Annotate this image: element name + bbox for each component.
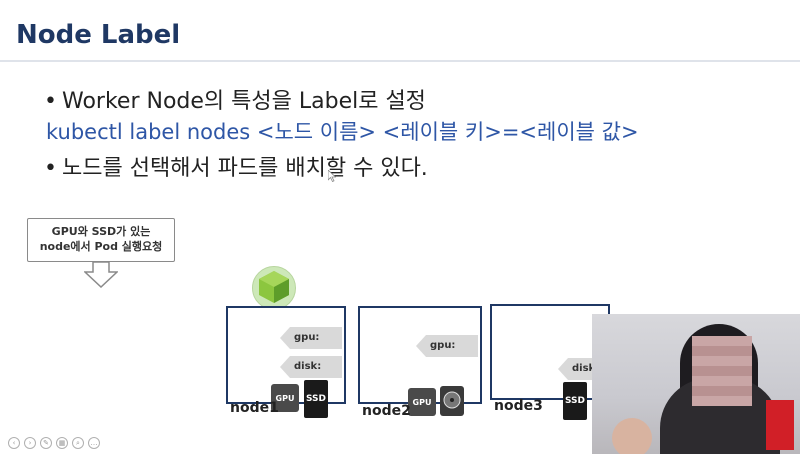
callout-line-1: GPU와 SSD가 있는: [51, 225, 151, 238]
node1-label: node1: [230, 400, 279, 416]
node2-label: node2: [362, 403, 411, 419]
callout-line-2: node에서 Pod 실행요청: [39, 240, 163, 253]
title-divider: [0, 60, 800, 62]
node3-box: [490, 304, 610, 400]
bullet-select-node: •노드를 선택해서 파드를 배치할 수 있다.: [44, 150, 428, 182]
zoom-icon[interactable]: ⌕: [72, 437, 84, 449]
bullet-dot: •: [44, 156, 57, 181]
bullet-dot: •: [44, 89, 57, 114]
bullet-worker-node-label: •Worker Node의 특성을 Label로 설정: [44, 83, 426, 115]
gpu-chip-label: GPU: [275, 393, 295, 403]
bullet-text-2: 노드를 선택해서 파드를 배치할 수 있다.: [62, 156, 428, 181]
prev-slide-icon[interactable]: ‹: [8, 437, 20, 449]
presenter-hand: [612, 418, 652, 454]
ssd-icon: SSD: [563, 382, 587, 420]
node1-tag-disk: disk: ssd: [280, 356, 342, 378]
ssd-icon: SSD: [304, 380, 328, 418]
bullet-text-1: Worker Node의 특성을 Label로 설정: [62, 89, 426, 114]
hdd-icon: [440, 386, 464, 416]
slideshow-toolbar: ‹ › ✎ ▦ ⌕ …: [8, 437, 100, 449]
pen-icon[interactable]: ✎: [40, 437, 52, 449]
more-options-icon[interactable]: …: [88, 437, 100, 449]
gpu-chip-icon: GPU: [408, 388, 436, 416]
gpu-chip-icon: GPU: [271, 384, 299, 412]
slide-title: Node Label: [16, 20, 181, 50]
node2-tag-gpu: gpu: true: [416, 335, 478, 357]
cursor-icon: [328, 170, 336, 182]
node3-label: node3: [494, 398, 543, 414]
slides-grid-icon[interactable]: ▦: [56, 437, 68, 449]
pod-cube-icon: [259, 271, 289, 303]
pod-request-callout: GPU와 SSD가 있는 node에서 Pod 실행요청: [27, 218, 175, 262]
blurred-face: [692, 336, 752, 406]
gpu-chip-label: GPU: [412, 397, 432, 407]
down-arrow-icon: [84, 262, 118, 288]
next-slide-icon[interactable]: ›: [24, 437, 36, 449]
node1-tag-gpu: gpu: true: [280, 327, 342, 349]
presenter-webcam: [592, 314, 800, 454]
ssd-label: SSD: [305, 394, 327, 404]
ssd-label: SSD: [564, 396, 586, 406]
red-object: [766, 400, 794, 450]
kubectl-command: kubectl label nodes <노드 이름> <레이블 키>=<레이블…: [46, 120, 639, 144]
